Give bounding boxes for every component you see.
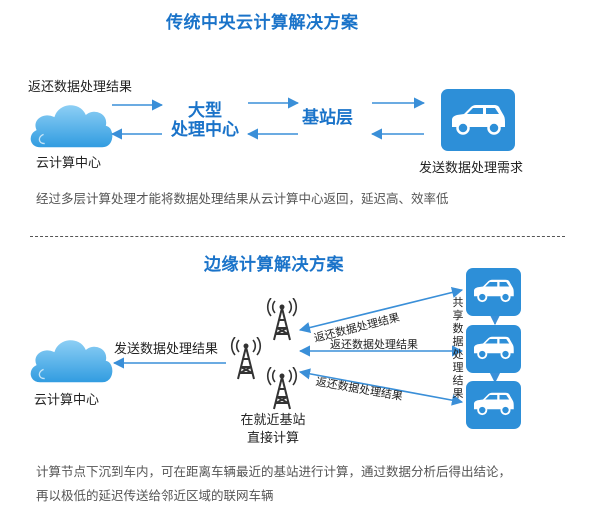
return-results-label: 返还数据处理结果 [28, 80, 133, 95]
edge-cloud-center-label: 云计算中心 [34, 393, 100, 408]
vehicle-box-3 [466, 381, 521, 429]
edge-note: 计算节点下沉到车内，可在距离车辆最近的基站进行计算，通过数据分析后得出结论，再以… [36, 464, 512, 503]
vehicle-box [441, 89, 515, 151]
shared-results-label: 共享数据处理结果 [452, 296, 464, 400]
section-divider [30, 236, 565, 237]
nearby-station-label: 在就近基站 直接计算 [240, 413, 306, 446]
traditional-title: 传统中央云计算解决方案 [166, 13, 359, 33]
edge-title: 边缘计算解决方案 [204, 255, 344, 275]
car-icon [473, 391, 515, 416]
vehicle-box-2 [466, 325, 521, 373]
cloud-center-label: 云计算中心 [36, 156, 102, 171]
arrow-tower-car-3 [298, 368, 464, 406]
send-request-label: 发送数据处理需求 [419, 161, 524, 176]
car-icon [473, 335, 515, 360]
arrow-tower-car-1 [298, 286, 464, 334]
send-results-label: 发送数据处理结果 [114, 342, 219, 357]
base-station-layer-label: 基站层 [302, 108, 353, 128]
traditional-note: 经过多层计算处理才能将数据处理结果从云计算中心返回，延迟高、效率低 [36, 191, 449, 206]
large-processing-center-label: 大型 处理中心 [171, 101, 239, 140]
vehicle-box-1 [466, 268, 521, 316]
car-icon [473, 278, 515, 303]
return-label-2: 返还数据处理结果 [330, 338, 418, 351]
